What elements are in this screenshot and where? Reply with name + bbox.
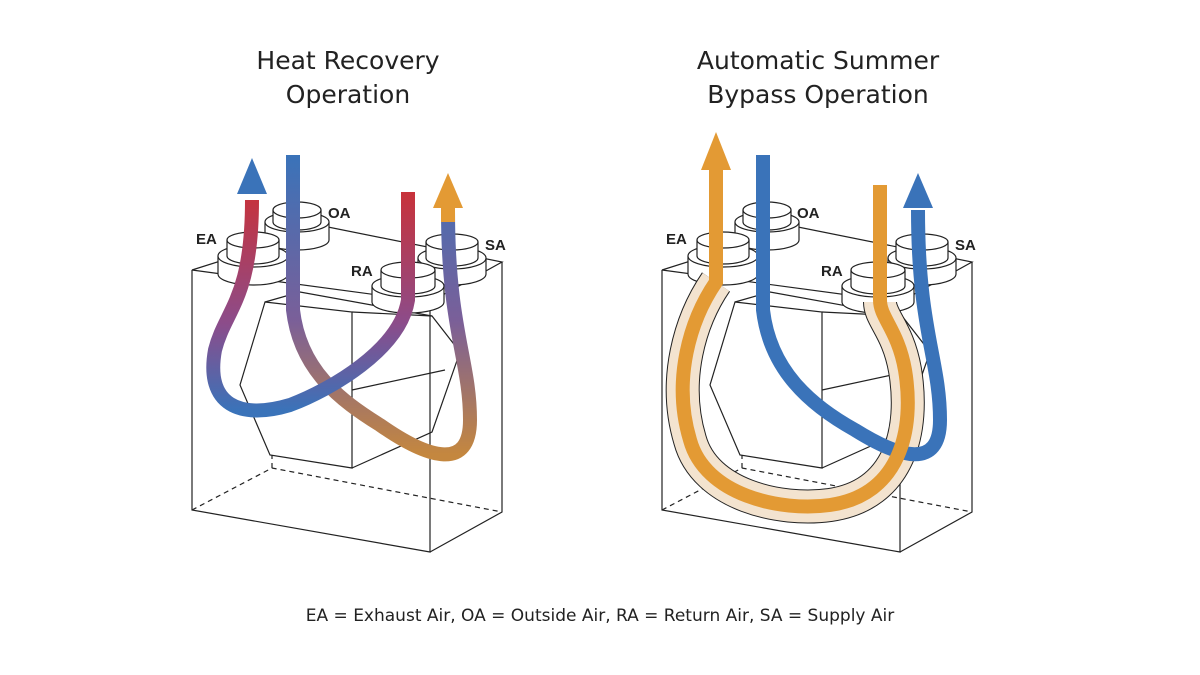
heat-recovery-title-line2: Operation xyxy=(285,80,411,109)
bypass-sa-label: SA xyxy=(955,237,976,254)
bypass-ea-arrow-head xyxy=(701,132,731,170)
summer-bypass-title: Automatic Summer Bypass Operation xyxy=(668,44,968,112)
heat-recovery-title-line1: Heat Recovery xyxy=(256,46,440,75)
bypass-oa-label: OA xyxy=(797,205,820,222)
bypass-oa-to-sa-airflow xyxy=(756,155,948,462)
bypass-ra-label: RA xyxy=(821,263,843,280)
sa-arrow-head xyxy=(433,173,463,208)
heat-recovery-title: Heat Recovery Operation xyxy=(198,44,498,112)
ea-arrow-head xyxy=(237,158,267,194)
oa-label: OA xyxy=(328,205,351,222)
abbreviation-legend: EA = Exhaust Air, OA = Outside Air, RA =… xyxy=(305,606,895,626)
oa-to-sa-airflow xyxy=(286,155,478,462)
bypass-ra-to-ea-airflow xyxy=(675,168,915,514)
summer-bypass-diagram: EA OA RA SA xyxy=(661,132,976,553)
ra-to-ea-airflow xyxy=(206,192,415,418)
summer-bypass-title-line1: Automatic Summer xyxy=(696,46,940,75)
sa-label: SA xyxy=(485,237,506,254)
summer-bypass-title-line2: Bypass Operation xyxy=(707,80,929,109)
bypass-sa-arrow-head xyxy=(903,173,933,208)
ea-label: EA xyxy=(196,231,217,248)
bypass-ea-label: EA xyxy=(666,231,687,248)
ra-label: RA xyxy=(351,263,373,280)
heat-recovery-diagram: EA OA RA SA xyxy=(191,155,506,553)
